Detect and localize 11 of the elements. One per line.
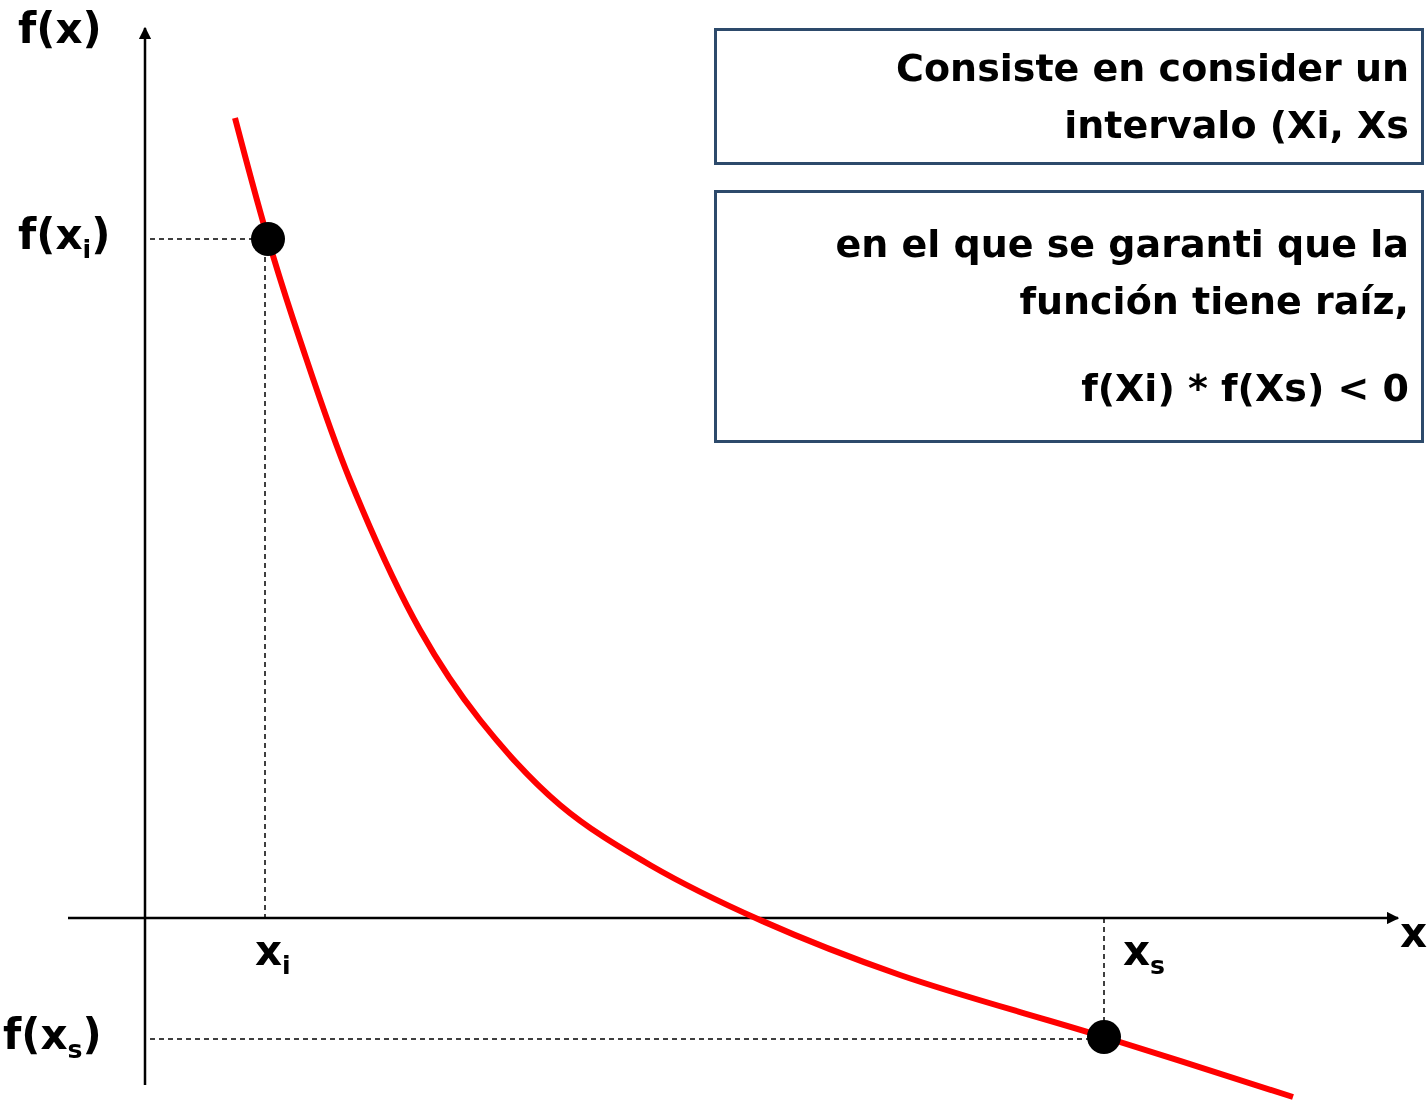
text-box (714, 28, 1424, 165)
axis-label: x (1400, 912, 1428, 954)
description-text: Consiste en consider un intervalo (Xi, Xs (895, 44, 1409, 149)
text-box (714, 190, 1424, 443)
value-label: f(x$_{s}$) (3, 1014, 102, 1063)
axis-label: f(x) (18, 8, 102, 50)
axis-value-label: x$_{i}$ (255, 930, 291, 979)
formula-text: f(Xi) * f(Xs) < 0 (1081, 365, 1409, 412)
description-text: en el que se garanti que la función tiene raíz, (834, 221, 1409, 325)
value-label: f(x$_{i}$) (18, 214, 111, 263)
axis-value-label: x$_{s}$ (1123, 930, 1166, 979)
